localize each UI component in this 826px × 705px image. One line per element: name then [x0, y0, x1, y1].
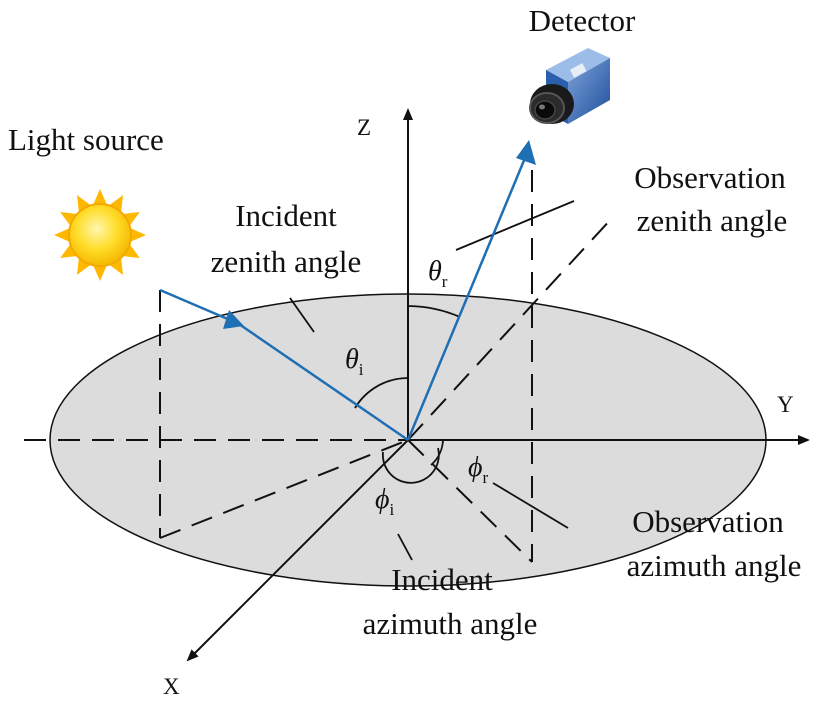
- incident-zenith-label-line2: zenith angle: [211, 244, 362, 279]
- camera-icon: [529, 48, 610, 124]
- dashed-construction-lines: [24, 170, 613, 563]
- observation-zenith-label-line1: Observation: [634, 160, 786, 195]
- leader-lines: [289, 200, 575, 561]
- theta-i-arc: [354, 377, 409, 409]
- phi-i-symbol: ϕi: [375, 484, 395, 519]
- phi-r-symbol: ϕr: [468, 452, 489, 487]
- theta-r-arc: [407, 305, 461, 318]
- reflected-ray: [406, 157, 527, 441]
- observation-azimuth-label-line2: azimuth angle: [627, 548, 802, 583]
- phi-i-arc: [381, 447, 440, 484]
- incident-azimuth-label-line2: azimuth angle: [363, 606, 538, 641]
- theta-i-symbol: θi: [345, 344, 364, 379]
- incident-ray-arrowhead: [223, 310, 244, 329]
- sun-icon: [54, 189, 146, 281]
- incident-zenith-label-line1: Incident: [235, 198, 337, 233]
- reflected-ray-arrowhead: [516, 140, 536, 165]
- incident-azimuth-label-line1: Incident: [391, 562, 493, 597]
- observation-azimuth-label-line1: Observation: [632, 504, 784, 539]
- light-source-label: Light source: [8, 122, 164, 157]
- y-axis-label: Y: [777, 392, 794, 417]
- detector-label: Detector: [529, 3, 636, 38]
- angle-arcs: [354, 305, 461, 484]
- z-axis-label: Z: [357, 115, 371, 140]
- observation-zenith-label-line2: zenith angle: [637, 203, 788, 238]
- x-axis-label: X: [163, 674, 180, 699]
- incident-ray: [159, 288, 409, 442]
- x-axis-line: [186, 439, 409, 662]
- theta-r-symbol: θr: [428, 256, 448, 291]
